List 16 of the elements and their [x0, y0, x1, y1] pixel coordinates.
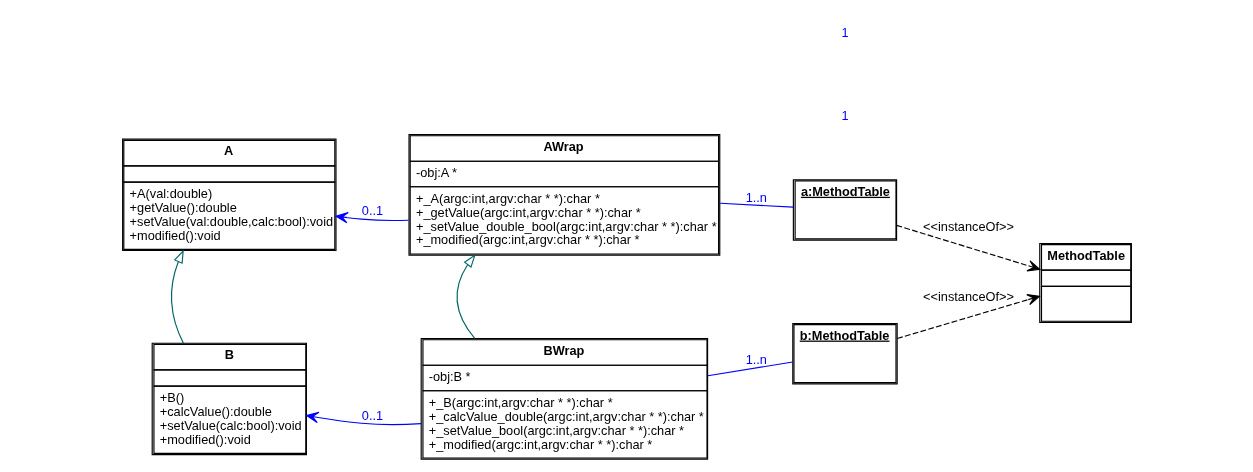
label: 1: [840, 108, 849, 124]
edge-label: 1..n: [745, 351, 767, 367]
connector: [719, 202, 794, 208]
arrow: [896, 294, 1040, 340]
edge-label: 1..n: [745, 189, 767, 205]
arrow: [335, 211, 409, 224]
edge-label: 0..1: [361, 407, 383, 423]
arrow: [895, 224, 1040, 272]
arrow: [170, 249, 184, 344]
label: 1: [840, 24, 849, 40]
arrow: [305, 411, 422, 426]
edge-label: <<instanceOf>>: [922, 289, 1014, 305]
connector: [706, 361, 793, 377]
edge-label: 0..1: [361, 203, 383, 219]
arrow: [455, 253, 476, 339]
edge-label: <<instanceOf>>: [922, 218, 1014, 234]
